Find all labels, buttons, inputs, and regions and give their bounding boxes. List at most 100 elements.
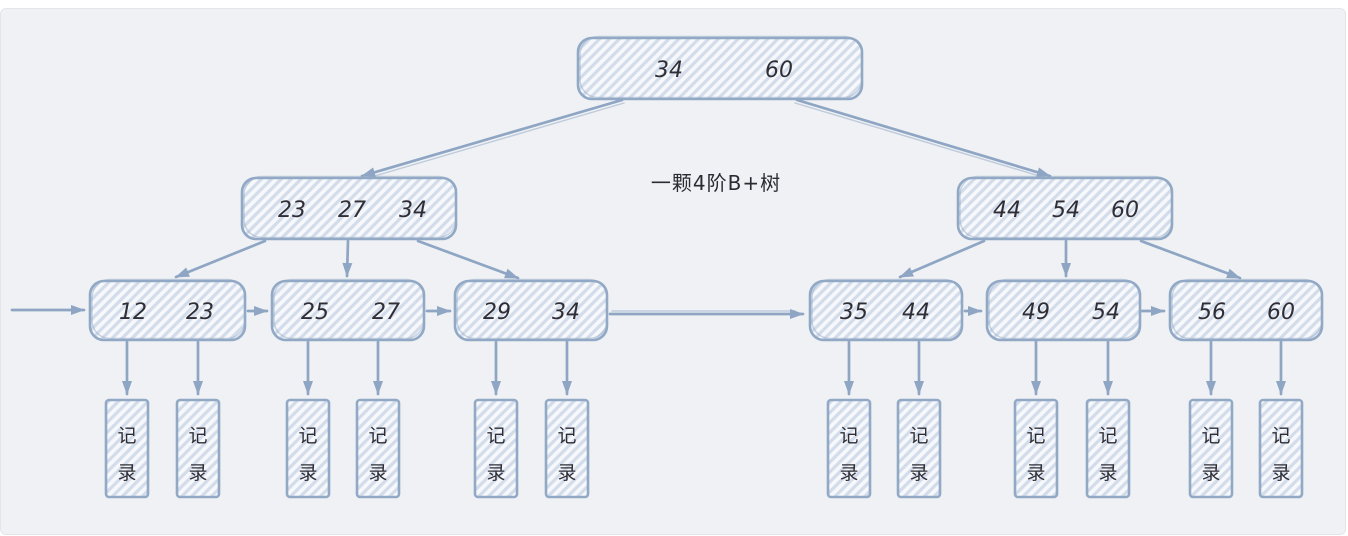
record-box: 记 录	[544, 398, 590, 499]
record-label-bottom: 录	[486, 462, 505, 484]
record-label-bottom: 录	[188, 462, 207, 484]
edge-int-left-leaf1	[174, 239, 267, 279]
leaf-node-6: 56 60	[1168, 278, 1324, 342]
leaf-box-echo	[988, 278, 1141, 340]
record-label-bottom: 录	[117, 462, 136, 484]
leaf-node-4: 35 44	[808, 278, 964, 342]
record-label-top: 记	[117, 425, 136, 447]
record-label-top: 记	[839, 425, 858, 447]
record-box-rect	[473, 398, 519, 499]
edge-root-right-echo	[794, 102, 1047, 179]
record-box: 记 录	[1013, 398, 1059, 499]
leaf-box-echo	[1171, 278, 1323, 340]
leaf-node-1: 12 23	[88, 278, 247, 342]
leaf-key: 27	[372, 300, 400, 325]
leaf-key: 34	[552, 300, 580, 325]
internal-left-box	[240, 176, 458, 241]
internal-key: 60	[1111, 198, 1139, 223]
record-label-top: 记	[1271, 425, 1290, 447]
record-label-top: 记	[368, 425, 387, 447]
record-box: 记 录	[175, 398, 221, 499]
root-node-box-echo	[579, 35, 863, 99]
internal-key: 54	[1052, 198, 1080, 223]
record-label-top: 记	[298, 425, 317, 447]
record-box-rect	[544, 398, 590, 499]
record-box-rect	[1013, 398, 1059, 499]
record-box-rect	[355, 398, 401, 499]
leaf-node-5: 49 54	[985, 278, 1142, 342]
leaf-key: 25	[301, 300, 329, 325]
record-label-top: 记	[188, 425, 207, 447]
leaf-node-2: 25 27	[270, 278, 426, 342]
record-box: 记 录	[285, 398, 331, 499]
record-label-bottom: 录	[909, 462, 928, 484]
record-label-bottom: 录	[839, 462, 858, 484]
record-label-bottom: 录	[298, 462, 317, 484]
record-label-bottom: 录	[1271, 462, 1290, 484]
internal-key: 27	[338, 198, 366, 223]
internal-key: 23	[278, 198, 306, 223]
leaf-box-echo	[273, 278, 425, 340]
root-node-box	[576, 36, 864, 101]
root-key: 60	[765, 58, 793, 83]
edge-root-right	[795, 98, 1052, 178]
leaf-key: 49	[1022, 300, 1050, 325]
leaf-key: 12	[119, 300, 147, 325]
leaf-key: 56	[1198, 300, 1226, 325]
record-box-rect	[1258, 398, 1304, 499]
root-key: 34	[655, 58, 683, 83]
record-box-rect	[826, 398, 872, 499]
record-box: 记 录	[355, 398, 401, 499]
record-box-rect	[104, 398, 150, 499]
leaf-key: 60	[1267, 300, 1295, 325]
record-box: 记 录	[896, 398, 942, 499]
edge-int-left-leaf3	[416, 239, 520, 280]
edge-int-right-leaf4	[898, 239, 986, 279]
internal-node-right: 44 54 60	[956, 175, 1174, 241]
record-box: 记 录	[826, 398, 872, 499]
internal-right-box	[956, 176, 1174, 241]
internal-key: 34	[399, 198, 427, 223]
leaf-key: 54	[1092, 300, 1120, 325]
tree-edges	[10, 98, 1286, 396]
record-label-bottom: 录	[368, 462, 387, 484]
leaf-box-echo	[91, 278, 246, 340]
record-box-rect	[285, 398, 331, 499]
record-box-rect	[896, 398, 942, 499]
leaf-key: 35	[840, 300, 868, 325]
record-label-bottom: 录	[1098, 462, 1117, 484]
record-box: 记 录	[473, 398, 519, 499]
record-label-top: 记	[1098, 425, 1117, 447]
leaf-node-3: 29 34	[453, 278, 609, 342]
edge-root-left-echo	[367, 102, 625, 179]
leaf-box	[808, 279, 964, 342]
record-label-bottom: 录	[1026, 462, 1045, 484]
leaf-key: 44	[902, 300, 930, 325]
leaf-box	[985, 279, 1142, 342]
internal-right-box-echo	[959, 175, 1173, 239]
record-box: 记 录	[104, 398, 150, 499]
internal-key: 44	[993, 198, 1021, 223]
record-box: 记 录	[1258, 398, 1304, 499]
record-label-top: 记	[557, 425, 576, 447]
leaf-box	[1168, 279, 1324, 342]
leaf-box	[88, 279, 247, 342]
edge-int-right-leaf6	[1139, 239, 1242, 280]
record-label-top: 记	[1026, 425, 1045, 447]
record-label-top: 记	[1201, 425, 1220, 447]
leaf-key: 29	[483, 300, 511, 325]
record-boxes: 记 录 记 录 记 录 记 录 记 录 记 录 记	[104, 398, 1304, 499]
edge-int-left-leaf2	[342, 239, 353, 278]
record-label-bottom: 录	[1201, 462, 1220, 484]
record-label-top: 记	[909, 425, 928, 447]
record-box-rect	[175, 398, 221, 499]
root-node: 34 60	[576, 35, 864, 101]
record-label-bottom: 录	[557, 462, 576, 484]
record-box-rect	[1188, 398, 1234, 499]
diagram-title: 一颗4阶B+树	[651, 171, 781, 195]
record-box: 记 录	[1085, 398, 1131, 499]
leaf-box	[453, 279, 609, 342]
leaf-key: 23	[186, 300, 214, 325]
leaf-box-echo	[811, 278, 963, 340]
